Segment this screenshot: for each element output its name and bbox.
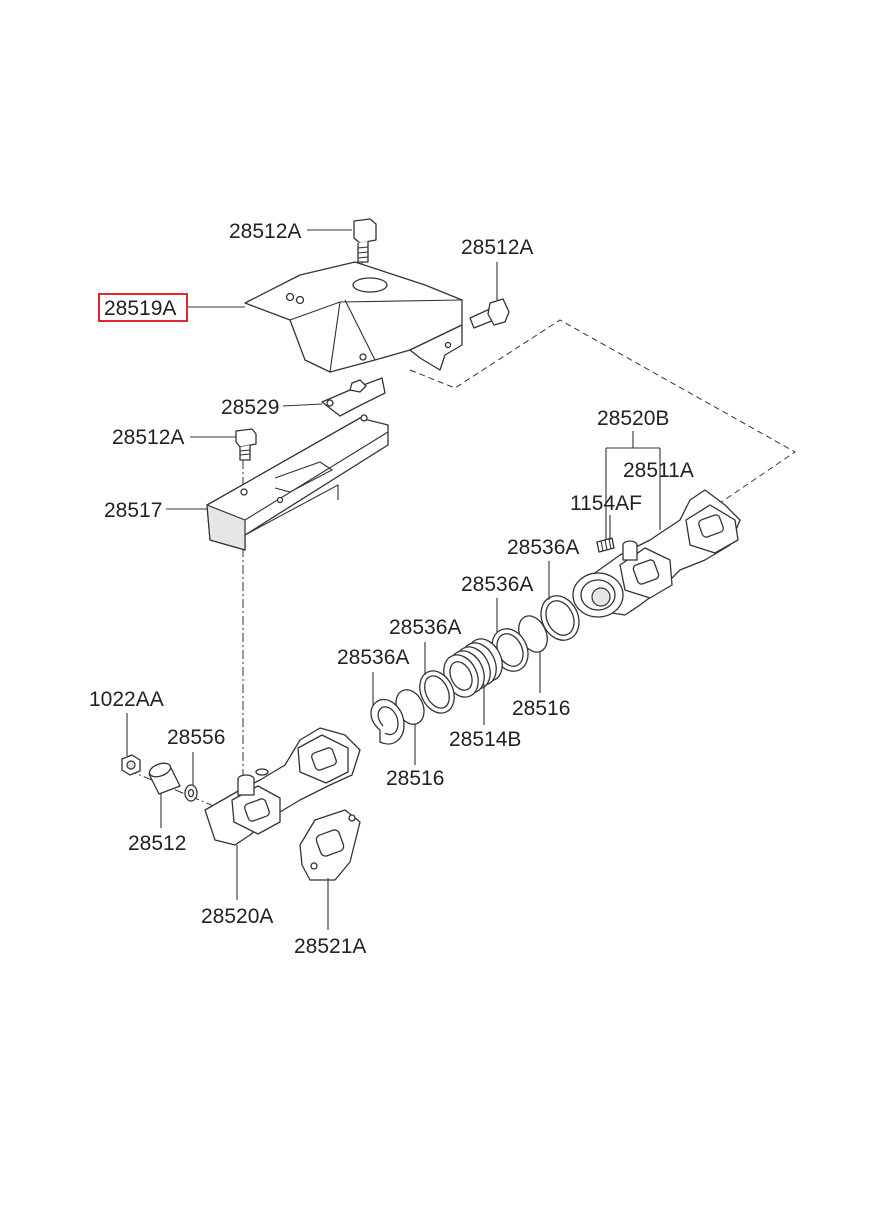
label-28556[interactable]: 28556 (167, 726, 225, 749)
label-28511a[interactable]: 28511A (623, 459, 694, 482)
label-1154af[interactable]: 1154AF (570, 492, 642, 515)
label-28516-left[interactable]: 28516 (386, 767, 444, 790)
bolt-28512a-mid[interactable] (235, 428, 257, 461)
label-28512[interactable]: 28512 (128, 832, 186, 855)
seal-ring-28536a-left[interactable] (413, 665, 461, 718)
label-28520a[interactable]: 28520A (201, 905, 273, 928)
label-28536a-2[interactable]: 28536A (461, 573, 533, 596)
gasket-28521a[interactable] (299, 809, 361, 881)
label-28521a[interactable]: 28521A (294, 935, 366, 958)
nut-1022aa[interactable] (121, 754, 141, 776)
part-labels: 28512A 28512A 28519A 28529 28512A 28517 … (89, 220, 694, 958)
label-28512a-top[interactable]: 28512A (229, 220, 301, 243)
label-1022aa[interactable]: 1022AA (89, 688, 164, 711)
leader-lines (126, 229, 661, 930)
bolt-28512a-top[interactable] (353, 218, 377, 263)
bracket-28529[interactable] (321, 377, 386, 417)
label-28512a-right[interactable]: 28512A (461, 236, 533, 259)
label-28536a-3[interactable]: 28536A (389, 616, 461, 639)
label-28517[interactable]: 28517 (104, 499, 162, 522)
washer-28556[interactable] (184, 784, 198, 802)
bracket-28517[interactable] (206, 414, 389, 551)
seal-ring-28536a-far-left[interactable] (370, 698, 405, 745)
label-28520b[interactable]: 28520B (597, 407, 669, 430)
label-28514b[interactable]: 28514B (449, 728, 521, 751)
stud-1154af[interactable] (596, 537, 615, 553)
heat-shield-28519a[interactable] (244, 261, 463, 373)
flex-bellows-28514b[interactable] (437, 633, 509, 702)
label-28529[interactable]: 28529 (221, 396, 279, 419)
label-28519a[interactable]: 28519A (104, 297, 176, 320)
highlight-box-28519a (98, 293, 188, 322)
spacer-28512[interactable] (148, 761, 181, 795)
label-28536a-1[interactable]: 28536A (507, 536, 579, 559)
seal-ring-28536a-far-right[interactable] (534, 590, 586, 647)
label-28512a-mid[interactable]: 28512A (112, 426, 184, 449)
exhaust-manifold-28511a[interactable] (572, 489, 741, 618)
label-28536a-4[interactable]: 28536A (337, 646, 409, 669)
exhaust-manifold-28520a[interactable] (204, 727, 361, 846)
bolt-28512a-right[interactable] (469, 298, 510, 329)
label-28516-right[interactable]: 28516 (512, 697, 570, 720)
